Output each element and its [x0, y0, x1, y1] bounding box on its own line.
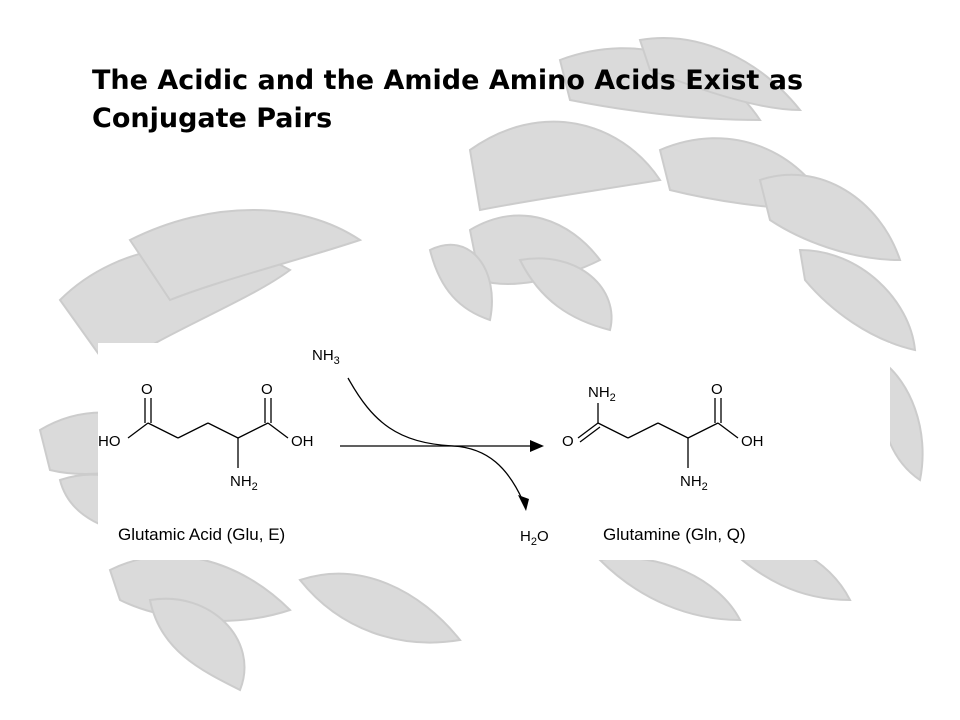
oxygen-label: O: [141, 381, 153, 398]
ribbon-strand: [428, 243, 493, 322]
ribbon-strand: [798, 248, 917, 352]
water-arrowhead: [518, 495, 529, 511]
carbonyl-oxygen-label: O: [562, 433, 574, 450]
product-name: Glutamine (Gln, Q): [603, 525, 746, 544]
hydroxyl-label: OH: [291, 433, 314, 450]
reaction-arrows: NH3 H2O: [312, 347, 549, 548]
ammonia-incoming-curve: [347, 377, 454, 447]
water-outgoing-curve: [452, 445, 524, 502]
ribbon-strand: [298, 572, 462, 644]
water-label: H2O: [520, 528, 549, 548]
ribbon-strand: [148, 597, 246, 692]
ammonia-label: NH3: [312, 347, 340, 367]
ribbon-strand: [597, 557, 742, 622]
reaction-diagram: O HO O OH NH2 Glutamic Acid (Glu, E) NH3…: [98, 343, 890, 560]
reactant-name: Glutamic Acid (Glu, E): [118, 525, 285, 544]
ribbon-strand: [758, 173, 902, 262]
ribbon-strand: [128, 209, 363, 302]
glutamine-structure: NH2 O O OH NH2: [562, 381, 764, 493]
hydroxyl-label: OH: [741, 433, 764, 450]
hydroxyl-label: HO: [98, 433, 121, 450]
forward-arrowhead: [530, 440, 544, 452]
glutamic-acid-structure: O HO O OH NH2: [98, 381, 314, 493]
amide-amino-label: NH2: [588, 384, 616, 404]
ribbon-strand: [518, 257, 613, 332]
amino-label: NH2: [230, 473, 258, 493]
ribbon-strand: [558, 47, 762, 122]
slide-title: The Acidic and the Amide Amino Acids Exi…: [92, 65, 804, 134]
oxygen-label: O: [261, 381, 273, 398]
oxygen-label: O: [711, 381, 723, 398]
ribbon-strand: [638, 37, 803, 112]
amino-label: NH2: [680, 473, 708, 493]
ribbon-strand: [468, 120, 662, 212]
